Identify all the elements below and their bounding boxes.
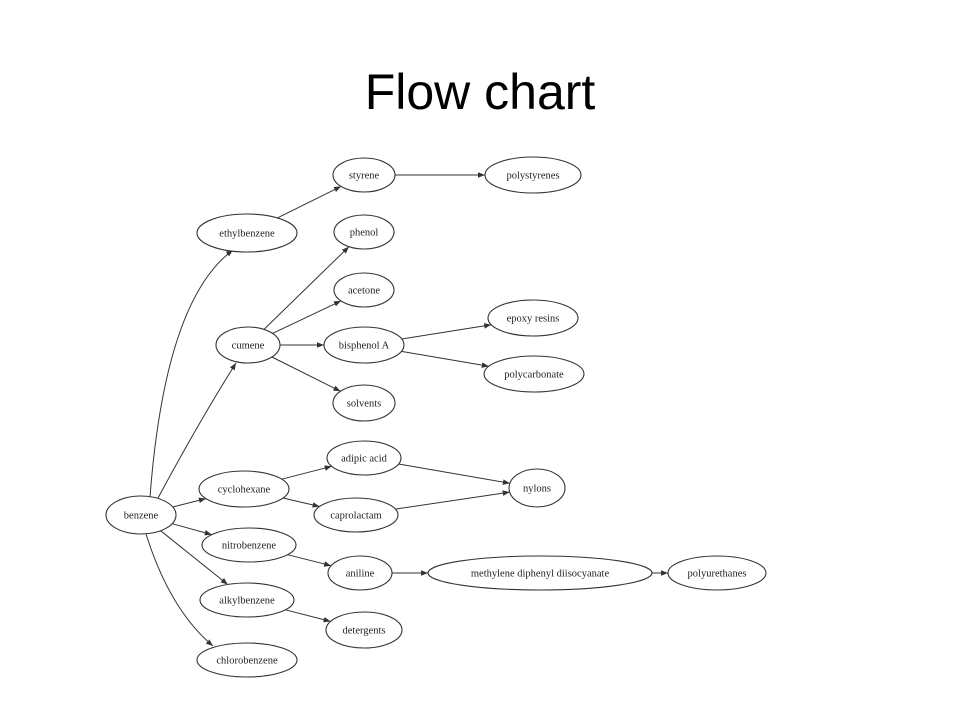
node-ellipse: [332, 157, 396, 193]
node-acetone: acetone: [333, 272, 395, 308]
node-ellipse: [327, 555, 393, 591]
node-ellipse: [487, 299, 579, 337]
node-benzene: benzene: [105, 495, 177, 535]
edge-ethylbenzene-to-styrene: [277, 185, 342, 219]
node-solvents: solvents: [332, 384, 396, 422]
node-label: ethylbenzene: [219, 229, 275, 240]
node-label: epoxy resins: [507, 314, 560, 325]
edge-bisphenol-a-to-epoxy-resins: [401, 323, 492, 340]
node-nitrobenzene: nitrobenzene: [201, 527, 297, 563]
node-label: cyclohexane: [218, 485, 271, 496]
node-label: polycarbonate: [504, 370, 564, 381]
node-label: styrene: [349, 171, 380, 182]
node-ellipse: [427, 555, 653, 591]
edge-adipic-acid-to-nylons: [398, 463, 510, 485]
node-polycarbonate: polycarbonate: [483, 355, 585, 393]
node-ellipse: [313, 497, 399, 533]
node-label: polyurethanes: [688, 569, 747, 580]
edge-benzene-to-cyclohexane: [172, 497, 207, 508]
edge-cumene-to-acetone: [272, 300, 342, 334]
node-ellipse: [484, 156, 582, 194]
node-label: nitrobenzene: [222, 541, 277, 552]
edge-benzene-to-cumene: [157, 362, 237, 499]
node-bisphenol-a: bisphenol A: [323, 326, 405, 364]
node-ellipse: [508, 468, 566, 508]
node-label: caprolactam: [330, 511, 381, 522]
node-ellipse: [323, 326, 405, 364]
node-polystyrenes: polystyrenes: [484, 156, 582, 194]
edge-benzene-to-nitrobenzene: [172, 523, 212, 536]
node-label: cumene: [232, 341, 265, 352]
edge-cumene-to-solvents: [271, 356, 341, 392]
node-label: polystyrenes: [506, 171, 559, 182]
node-ellipse: [196, 213, 298, 253]
node-nylons: nylons: [508, 468, 566, 508]
node-label: acetone: [348, 286, 380, 297]
edge-caprolactam-to-nylons: [395, 490, 510, 510]
node-label: chlorobenzene: [216, 656, 278, 667]
node-label: bisphenol A: [339, 341, 390, 352]
node-cumene: cumene: [215, 326, 281, 364]
node-label: alkylbenzene: [219, 596, 275, 607]
node-cyclohexane: cyclohexane: [198, 470, 290, 508]
edge-benzene-to-alkylbenzene: [160, 530, 229, 585]
node-styrene: styrene: [332, 157, 396, 193]
node-ethylbenzene: ethylbenzene: [196, 213, 298, 253]
node-ellipse: [196, 642, 298, 678]
slide-title: Flow chart: [364, 64, 596, 120]
node-label: phenol: [350, 228, 379, 239]
edge-bisphenol-a-to-polycarbonate: [401, 350, 489, 368]
node-aniline: aniline: [327, 555, 393, 591]
node-ellipse: [105, 495, 177, 535]
node-label: detergents: [343, 626, 386, 637]
edge-benzene-to-ethylbenzene: [149, 249, 234, 498]
node-label: methylene diphenyl diisocyanate: [471, 569, 610, 580]
node-caprolactam: caprolactam: [313, 497, 399, 533]
node-ellipse: [332, 384, 396, 422]
node-adipic-acid: adipic acid: [326, 440, 402, 476]
edge-nitrobenzene-to-aniline: [287, 554, 332, 567]
node-detergents: detergents: [325, 611, 403, 649]
node-label: solvents: [347, 399, 381, 410]
edge-cyclohexane-to-adipic-acid: [281, 465, 332, 480]
node-mdi: methylene diphenyl diisocyanate: [427, 555, 653, 591]
node-ellipse: [483, 355, 585, 393]
node-label: aniline: [346, 569, 375, 580]
node-ellipse: [333, 214, 395, 250]
edge-cumene-to-phenol: [263, 246, 350, 330]
node-ellipse: [325, 611, 403, 649]
node-ellipse: [199, 582, 295, 618]
node-polyurethanes: polyurethanes: [667, 555, 767, 591]
node-ellipse: [333, 272, 395, 308]
edge-alkylbenzene-to-detergents: [285, 609, 331, 623]
node-label: nylons: [523, 484, 551, 495]
node-ellipse: [667, 555, 767, 591]
edge-benzene-to-chlorobenzene: [145, 533, 214, 647]
node-label: adipic acid: [341, 454, 388, 465]
node-chlorobenzene: chlorobenzene: [196, 642, 298, 678]
node-alkylbenzene: alkylbenzene: [199, 582, 295, 618]
edge-cyclohexane-to-caprolactam: [282, 497, 320, 508]
node-ellipse: [326, 440, 402, 476]
node-phenol: phenol: [333, 214, 395, 250]
node-label: benzene: [124, 511, 159, 522]
node-ellipse: [198, 470, 290, 508]
node-ellipse: [215, 326, 281, 364]
node-ellipse: [201, 527, 297, 563]
node-epoxy-resins: epoxy resins: [487, 299, 579, 337]
